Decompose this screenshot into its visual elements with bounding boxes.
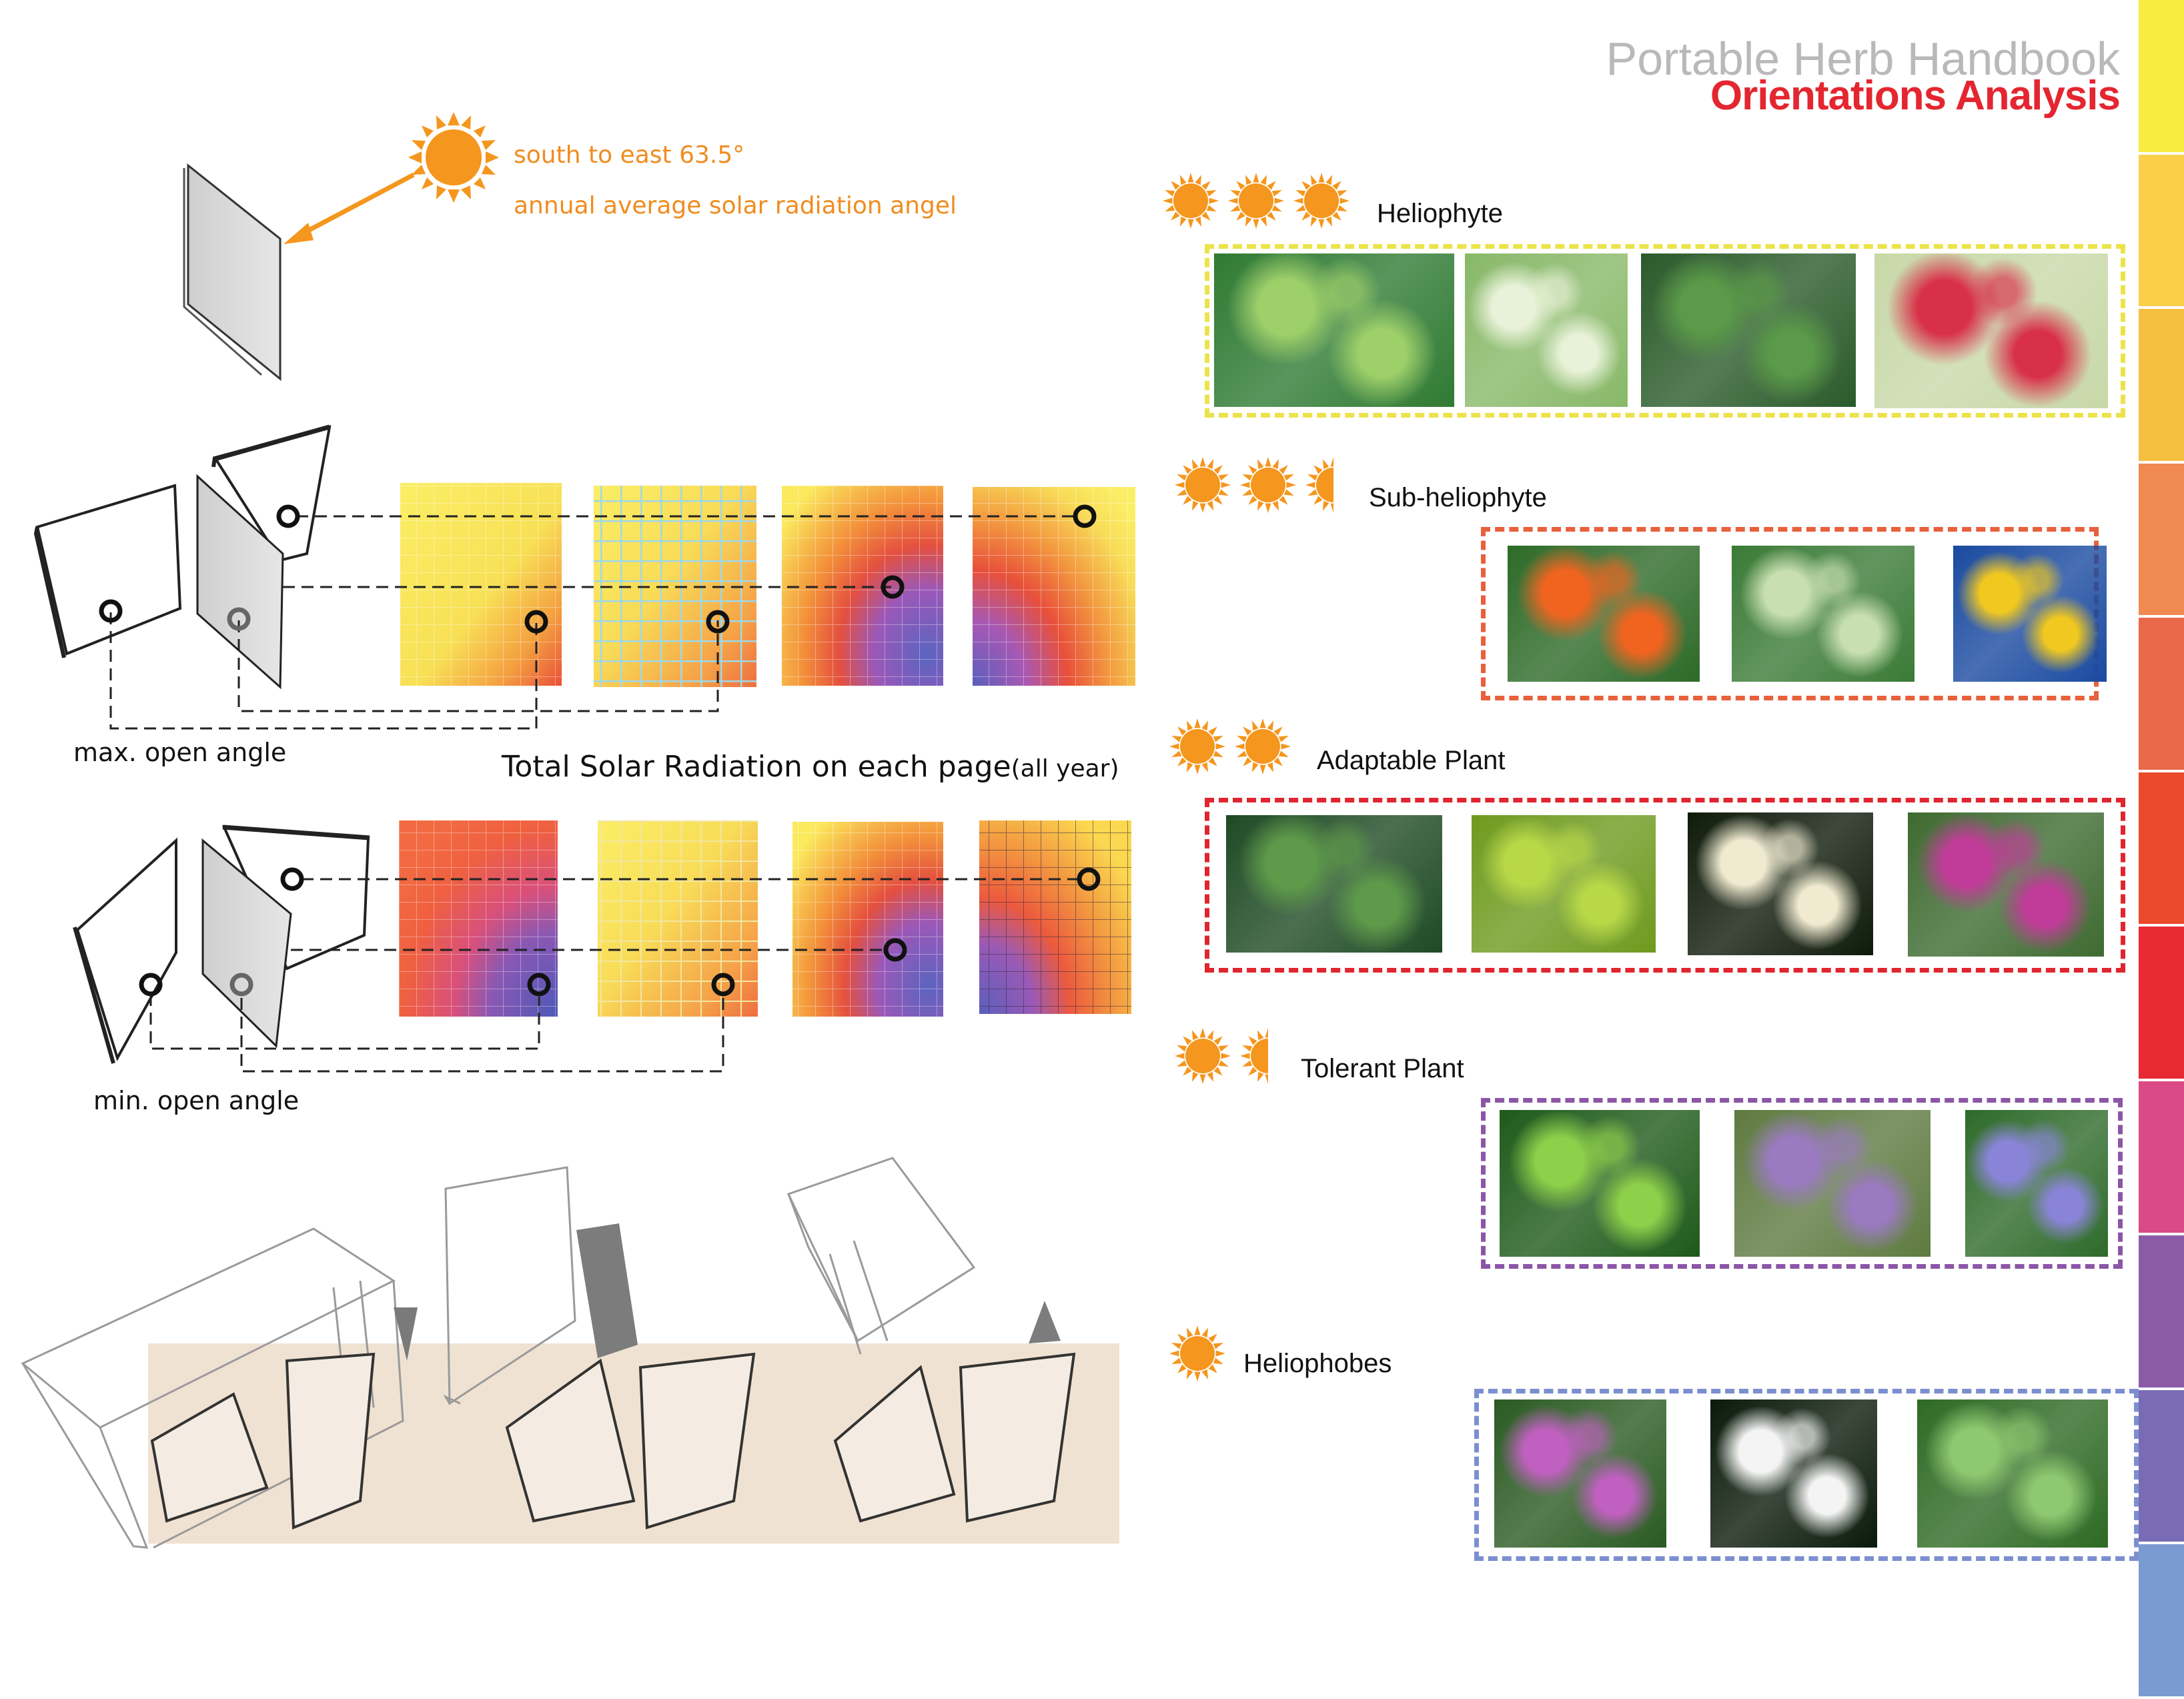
- category-label: Tolerant Plant: [1301, 1054, 1464, 1083]
- light-green-herb-photo: [1472, 815, 1656, 953]
- white-flowers-photo: [1710, 1399, 1877, 1548]
- stripe-segment: [2139, 772, 2184, 925]
- yellow-forsythia-photo: [1953, 546, 2107, 682]
- grass-leaves-photo: [1917, 1399, 2108, 1548]
- shelf-rendering-3: [786, 1157, 1076, 1523]
- heatmap-min-1: [399, 820, 558, 1017]
- sun-icon: [1174, 1027, 1231, 1085]
- stripe-segment: [2139, 927, 2184, 1079]
- sun-direction-text: south to east 63.5°: [514, 141, 745, 169]
- stripe-segment: [2139, 154, 2184, 307]
- dandelion-field-photo: [1465, 253, 1628, 407]
- book-sketch-max: [33, 424, 332, 690]
- header-subtitle: Orientations Analysis: [1710, 73, 2121, 119]
- photo-frame: [1481, 1098, 2123, 1269]
- header-title: Portable Herb Handbook: [1606, 33, 2120, 85]
- category-label: Heliophobes: [1243, 1349, 1392, 1378]
- orange-lily-photo: [1508, 546, 1700, 682]
- white-flower-herb-photo: [1732, 546, 1915, 682]
- stripe-segment: [2139, 1081, 2184, 1233]
- panel-sketch: [183, 163, 282, 382]
- ground-cover-photo: [1226, 815, 1442, 953]
- stripe-segment: [2139, 0, 2184, 152]
- solar-angle-text: annual average solar radiation angel: [514, 192, 957, 219]
- sun-rating: [1174, 1027, 1268, 1085]
- heatmap-min-3: [792, 822, 943, 1017]
- category-label: Adaptable Plant: [1317, 746, 1506, 775]
- balloon-flower-photo: [1965, 1110, 2108, 1257]
- radiation-title-text: Total Solar Radiation on each page: [502, 750, 1011, 784]
- category-label: Sub-heliophyte: [1369, 483, 1547, 512]
- radiation-title: Total Solar Radiation on each page(all y…: [502, 750, 1119, 784]
- sun-icon: [1227, 172, 1285, 229]
- marker-circles-max: [99, 504, 1097, 634]
- honeysuckle-photo: [1688, 812, 1873, 955]
- stripe-segment: [2139, 1544, 2184, 1696]
- sun-ray-arrow: [299, 172, 415, 237]
- heatmap-max-1: [400, 483, 562, 686]
- sun-rating: [1174, 456, 1333, 514]
- marker-circles-min: [139, 867, 1101, 997]
- sun-icon: [1234, 718, 1291, 775]
- purple-perilla-photo: [1734, 1110, 1931, 1257]
- shelf-rendering-1: [21, 1227, 418, 1549]
- sun-rating: [1162, 172, 1350, 229]
- min-open-angle-label: min. open angle: [93, 1086, 300, 1115]
- leader-lines-min: [149, 878, 1079, 1073]
- shelf-rendering-2: [443, 1166, 756, 1530]
- stripe-segment: [2139, 1235, 2184, 1387]
- heatmap-max-3: [782, 486, 943, 686]
- pennywort-leaves-photo: [1214, 253, 1454, 407]
- wormwood-leaves-photo: [1641, 253, 1856, 407]
- pink-orchid-photo: [1494, 1399, 1666, 1548]
- sun-icon: [1162, 172, 1219, 229]
- stripe-segment: [2139, 618, 2184, 770]
- book-sketch-min: [73, 824, 370, 1064]
- sun-rating: [1169, 718, 1291, 775]
- sun-icon: [408, 112, 499, 203]
- stripe-segment: [2139, 463, 2184, 616]
- max-open-angle-label: max. open angle: [73, 738, 287, 767]
- category-label: Heliophyte: [1377, 199, 1504, 228]
- sun-icon: [1169, 1325, 1226, 1382]
- leader-lines-max: [109, 515, 1075, 730]
- half-sun-icon: [1305, 456, 1333, 514]
- photo-frame: [1205, 244, 2125, 418]
- red-berries-photo: [1874, 253, 2108, 408]
- half-sun-icon: [1239, 1027, 1268, 1085]
- sun-icon: [1169, 718, 1226, 775]
- heatmap-max-4: [973, 487, 1135, 686]
- sun-rating: [1169, 1325, 1226, 1382]
- heatmap-min-4: [979, 820, 1131, 1014]
- wet-leaf-photo: [1500, 1110, 1700, 1257]
- arrow-head: [284, 223, 314, 244]
- photo-frame: [1474, 1389, 2139, 1561]
- stripe-segment: [2139, 1389, 2184, 1542]
- photo-frame: [1205, 798, 2125, 973]
- sun-icon: [1174, 456, 1231, 514]
- sun-icon: [1239, 456, 1297, 514]
- sun-icon: [1293, 172, 1350, 229]
- stripe-segment: [2139, 309, 2184, 461]
- radiation-title-suffix: (all year): [1011, 755, 1119, 782]
- purple-spike-flower-photo: [1908, 812, 2104, 957]
